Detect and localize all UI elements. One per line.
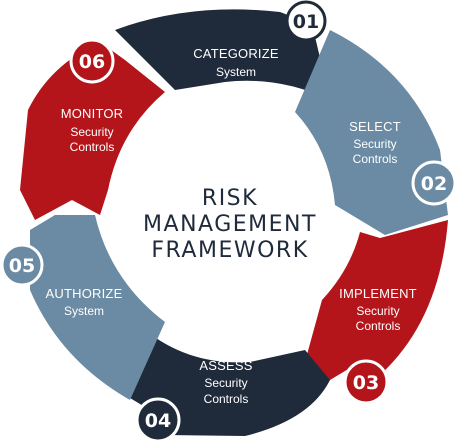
segment-authorize <box>30 215 165 400</box>
step-04-subtitle-2: Controls <box>204 392 249 406</box>
step-02-badge: 02 <box>411 160 457 206</box>
step-04-subtitle-1: Security <box>204 376 247 390</box>
step-01-number: 01 <box>293 11 319 33</box>
center-title-line2: MANAGEMENT <box>143 212 317 237</box>
step-03-title: IMPLEMENT <box>339 286 417 301</box>
step-06-title: MONITOR <box>61 106 124 121</box>
step-03-badge: 03 <box>343 359 389 405</box>
step-01-title: CATEGORIZE <box>193 46 279 61</box>
segment-implement <box>300 220 448 380</box>
segment-monitor <box>20 42 165 220</box>
step-06-subtitle-2: Controls <box>70 140 115 154</box>
center-title-line1: RISK <box>202 186 258 211</box>
segment-assess <box>130 330 330 436</box>
step-02-subtitle-1: Security <box>353 137 396 151</box>
step-04-badge: 04 <box>135 397 181 443</box>
step-05-number: 05 <box>9 255 35 277</box>
step-06-number: 06 <box>79 51 105 73</box>
step-06-badge: 06 <box>69 38 115 84</box>
step-04-title: ASSESS <box>199 358 252 373</box>
step-06-subtitle-1: Security <box>70 125 113 139</box>
center-title-line3: FRAMEWORK <box>151 238 308 263</box>
segment-select <box>295 30 448 235</box>
step-02-title: SELECT <box>349 119 401 134</box>
step-02-subtitle-2: Controls <box>353 152 398 166</box>
step-03-number: 03 <box>353 372 379 394</box>
step-02-number: 02 <box>421 173 447 195</box>
step-05-title: AUTHORIZE <box>46 286 123 301</box>
step-03-subtitle-2: Controls <box>356 319 401 333</box>
step-04-number: 04 <box>145 410 171 432</box>
step-03-subtitle-1: Security <box>356 304 399 318</box>
step-05-subtitle: System <box>64 304 104 318</box>
step-01-subtitle: System <box>216 65 256 79</box>
step-01-badge: 01 <box>285 0 327 42</box>
segment-categorize <box>115 9 330 100</box>
step-05-badge: 05 <box>0 243 44 287</box>
